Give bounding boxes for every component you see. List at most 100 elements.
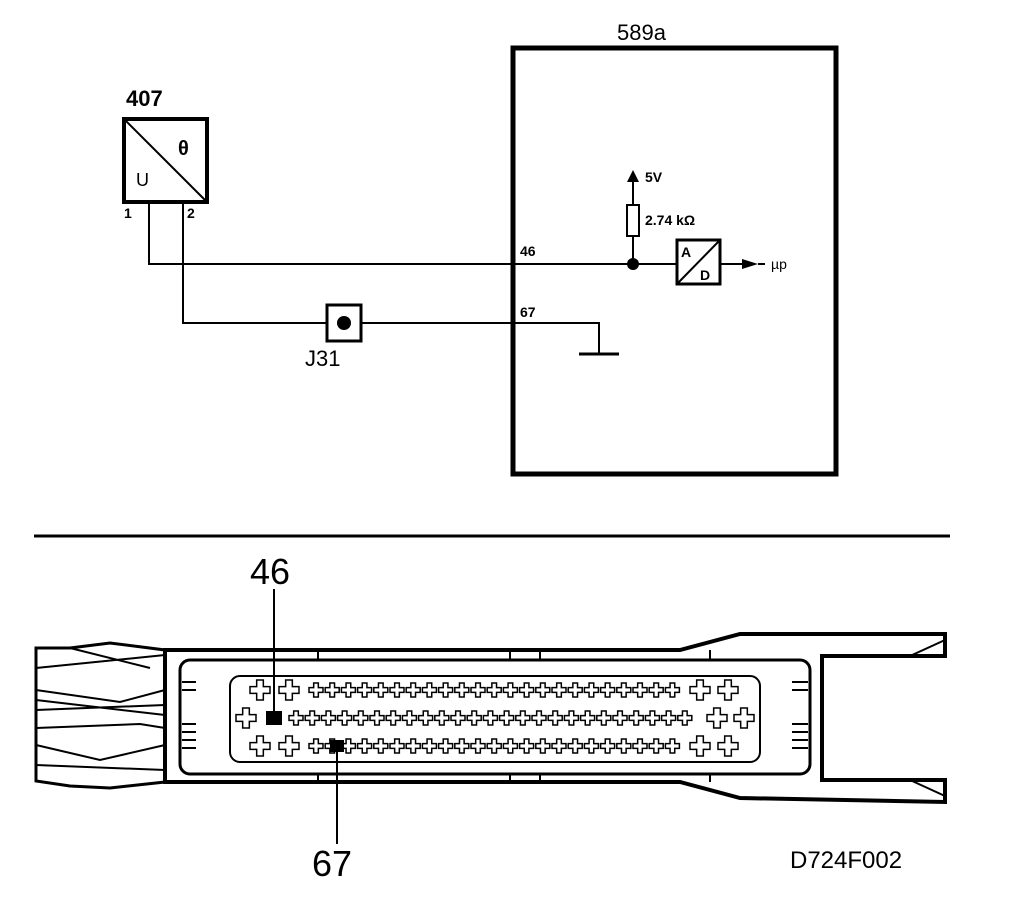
connector-pin [278,735,300,757]
connector-pin [437,682,454,698]
adc-a-label: A [681,244,691,260]
connector-pin [717,679,739,701]
latch-ribs-right [792,681,808,749]
sensor-407: 407 θ U 1 2 [122,86,209,221]
junction-label: J31 [305,346,340,371]
connector-pin [308,738,324,754]
connector-pin [389,682,405,698]
connector-pin [356,682,373,698]
connector-pin [389,738,405,754]
connector-pin [706,707,728,729]
connector-pin [405,682,421,698]
adc-d-label: D [700,267,710,283]
supply-arrow-icon [627,170,639,182]
connector-pin [401,710,418,726]
supply-label: 5V [645,169,663,185]
adc-diagonal [676,239,721,285]
connector-pin [632,682,648,698]
connector-pin [563,710,580,726]
ecu-589a: 589a 46 67 5V 2.74 kΩ A D µp [510,20,839,477]
connector-pin [466,710,482,726]
connector-pin [320,710,337,726]
connector-pin [486,738,502,754]
connector-pin [324,682,340,698]
connector-pin [518,682,535,698]
connector-pin [235,707,257,729]
connector-pin [531,710,547,726]
connector-pin [470,738,486,754]
housing-edge [909,639,946,657]
figure-code: D724F002 [790,847,902,874]
connector-pin [648,738,664,754]
connector-pin [405,738,421,754]
connector-pin [417,710,434,726]
connector-pin [664,682,681,698]
sensor-diagonal [123,118,208,203]
connector-pin [567,738,583,754]
connector-pin [482,710,499,726]
connector-pin [648,682,664,698]
resistor-symbol [626,204,640,237]
wire-j31-to-67 [361,322,600,354]
connector-pin [502,682,519,698]
sensor-pin1-label: 1 [124,205,132,221]
wires [148,202,633,354]
connector-pin [535,738,551,754]
connector-pin [470,682,486,698]
connector-pin [547,710,563,726]
sensor-label: 407 [126,86,163,111]
ecu-pin67-label: 67 [520,304,536,320]
ecu-label: 589a [617,20,667,45]
pin-67-highlight [330,740,344,752]
connector-pin [421,682,438,698]
connector-pin [518,738,535,754]
sensor-theta-symbol: θ [178,138,189,160]
connector-pin [421,738,438,754]
output-label: µp [771,256,787,272]
resistor-label: 2.74 kΩ [645,212,695,228]
connector-pin [596,710,612,726]
connector-pin [340,682,357,698]
connector-pin [660,710,677,726]
sensor-u-symbol: U [136,170,149,190]
connector-pin [336,710,353,726]
connector-pin [599,682,616,698]
connector-pin [632,738,648,754]
connector-pin [612,710,628,726]
connector-pin [551,738,567,754]
connector-pin [498,710,515,726]
wire-pin1-to-46 [148,202,633,265]
connector-pin [373,682,389,698]
connector-pin [717,735,739,757]
callout-46-label: 46 [250,551,290,592]
ecu-pin46-label: 46 [520,243,536,259]
wire-pin2-to-j31 [182,202,327,324]
connector-pin [385,710,401,726]
connector-pin [644,710,661,726]
connector-pin [583,682,600,698]
connector-pin [733,707,755,729]
junction-j31: J31 [305,303,363,371]
connector-drawing [34,632,947,805]
connector-pin [628,710,644,726]
cable-strands [35,647,166,771]
connector-pins [235,679,755,757]
connector-pin [304,710,320,726]
connector-frame [178,658,812,776]
pin-46-highlight [266,711,282,725]
connector-pin [579,710,596,726]
connector-pin [535,682,551,698]
connector-pin [434,710,450,726]
connector-pin [486,682,502,698]
ecu-box [510,45,839,477]
connector-pin [356,738,373,754]
sensor-pin2-label: 2 [187,205,195,221]
junction-dot [337,316,351,330]
connector-pin [599,738,616,754]
connector-pin [551,682,567,698]
connector-pin [567,682,583,698]
latch-ribs-left [182,681,196,749]
connector-pin [689,735,711,757]
connector-pin [583,738,600,754]
